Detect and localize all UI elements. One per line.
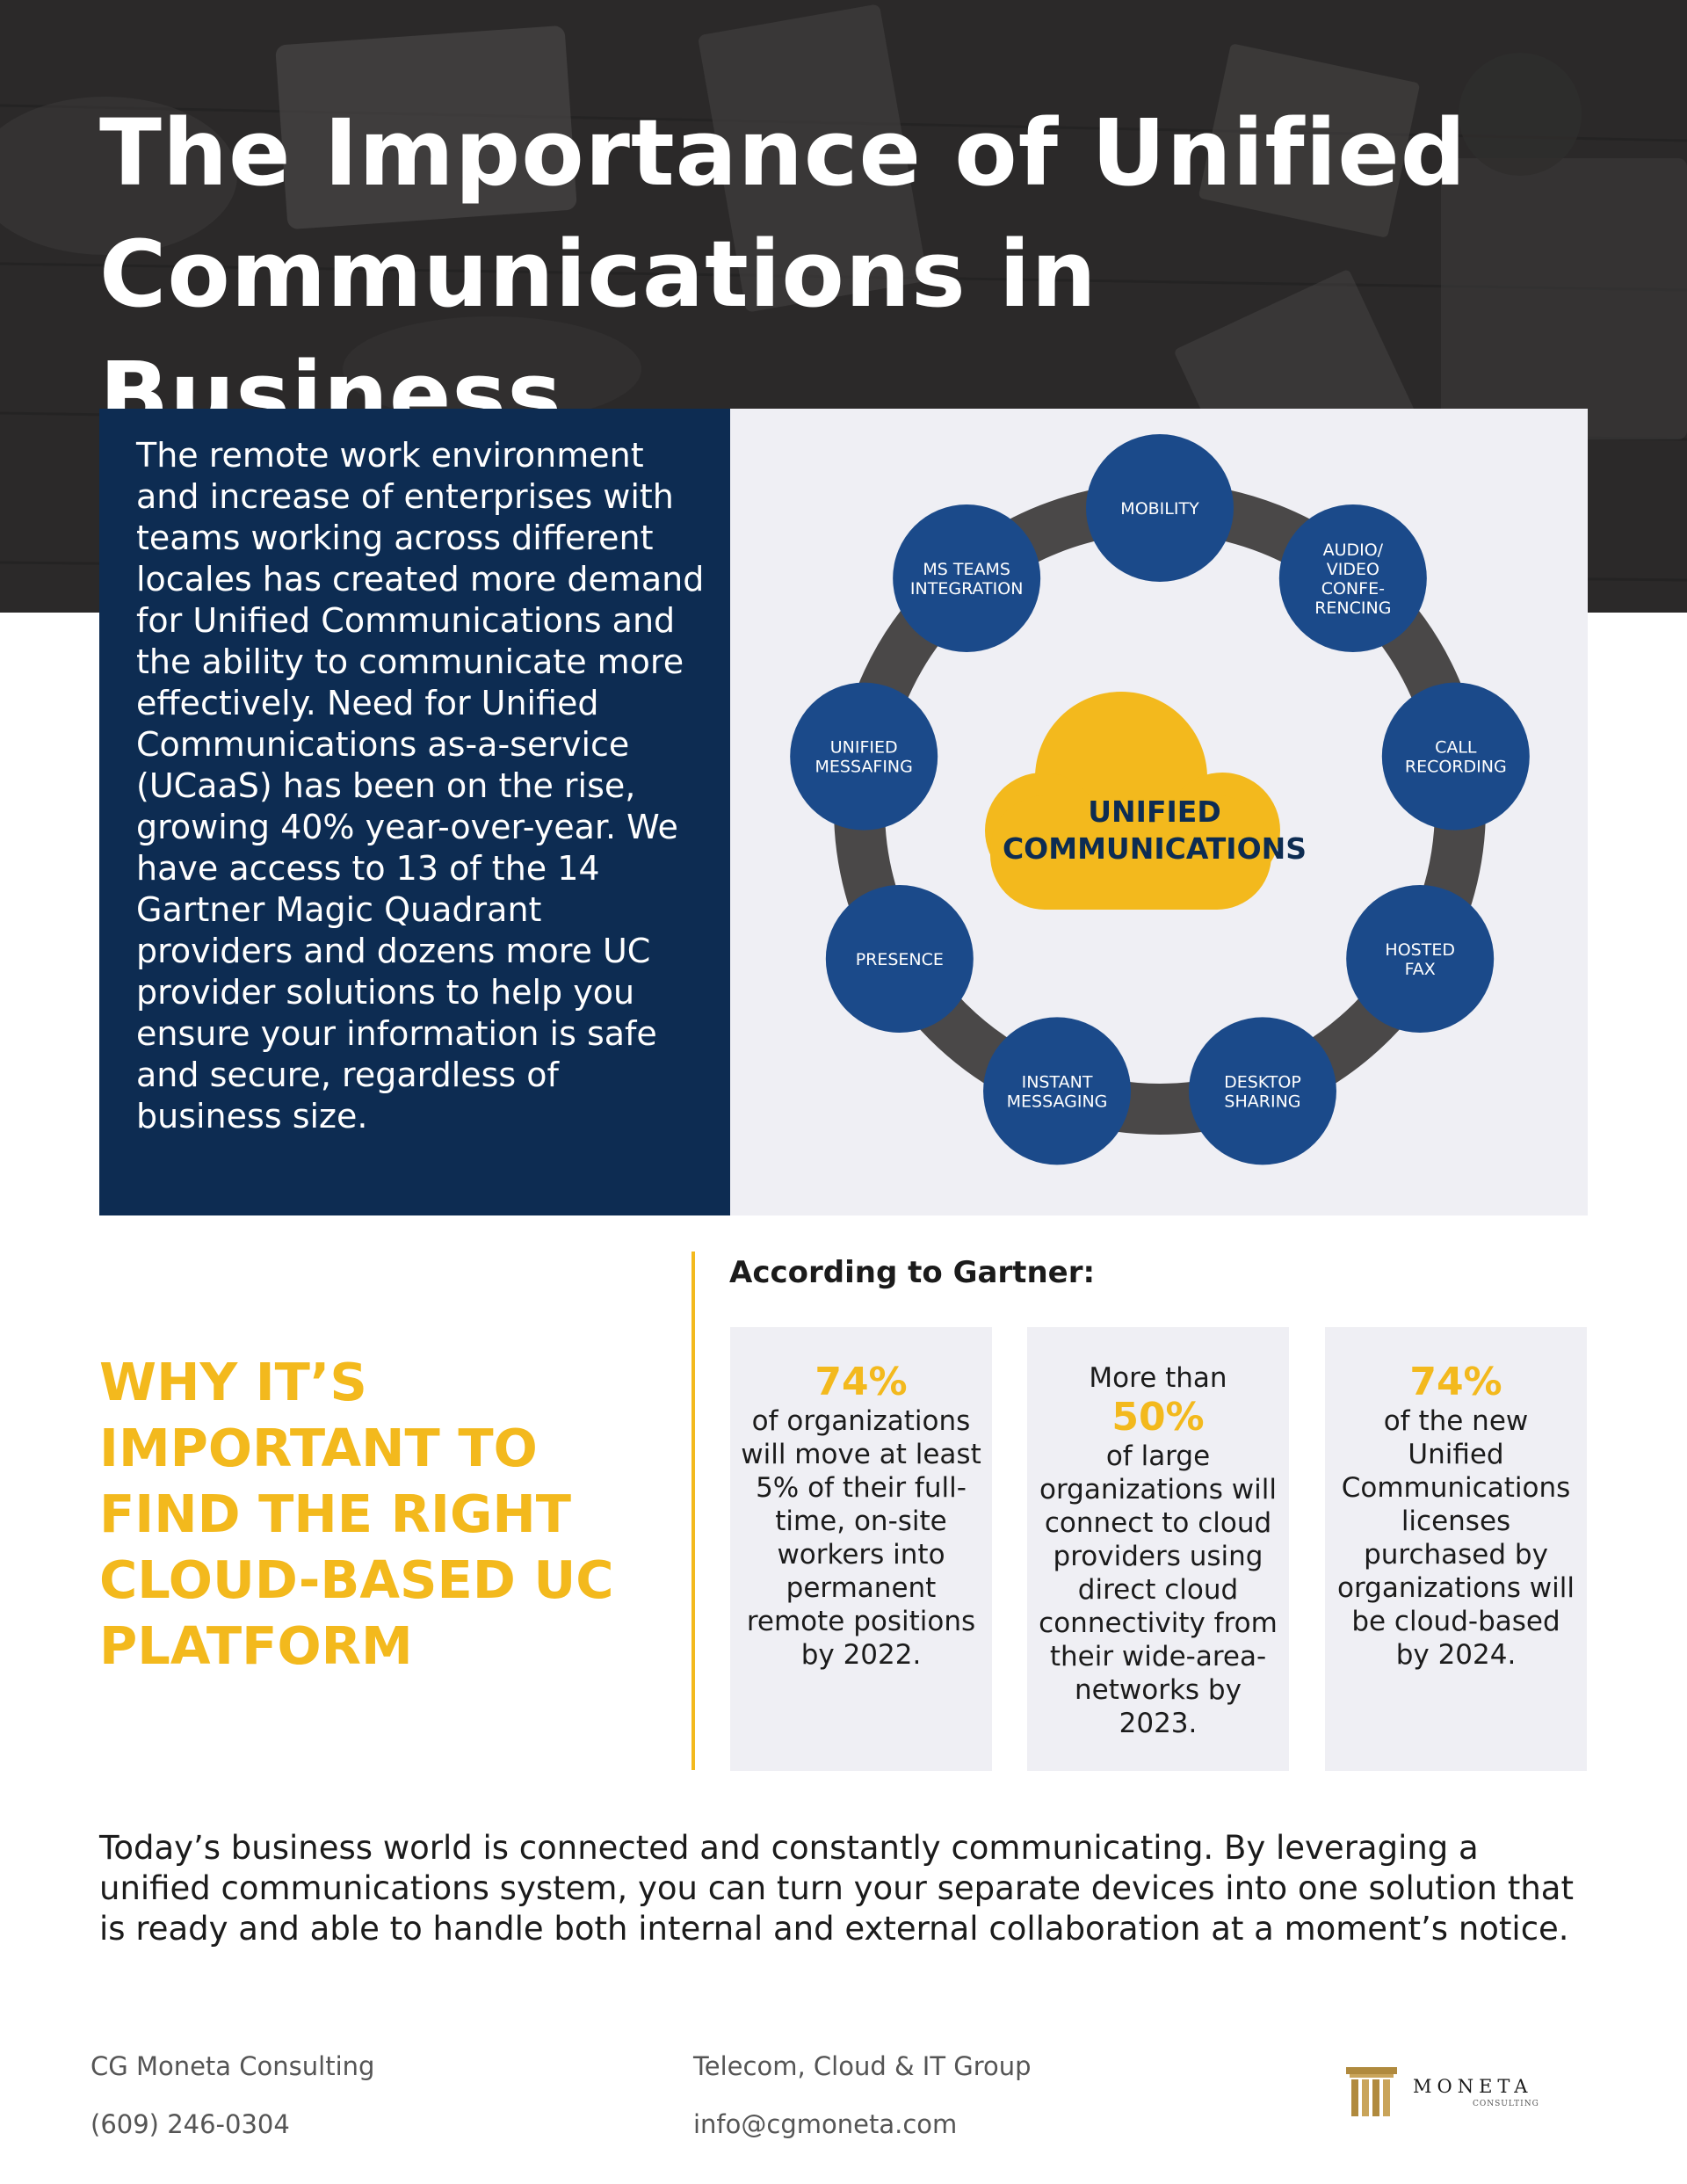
moneta-logo: MONETA CONSULTING bbox=[1343, 2060, 1545, 2123]
node-instant-messaging bbox=[983, 1017, 1132, 1165]
node-label: MESSAGING bbox=[1007, 1092, 1108, 1111]
stat-prefix: More than bbox=[1089, 1362, 1227, 1394]
center-label: UNIFIED bbox=[1088, 795, 1220, 829]
node-unified-messaging bbox=[790, 682, 938, 831]
moneta-logo-mark bbox=[1346, 2067, 1397, 2116]
node-label: MOBILITY bbox=[1120, 499, 1199, 519]
gartner-heading: According to Gartner: bbox=[729, 1255, 1096, 1290]
stat-value: 74% bbox=[1409, 1360, 1502, 1404]
node-label: INSTANT bbox=[1022, 1072, 1093, 1092]
node-hosted-fax bbox=[1346, 885, 1495, 1033]
stat-card: 74% of organizations will move at least … bbox=[730, 1327, 992, 1771]
stat-text: of large organizations will connect to c… bbox=[1039, 1440, 1278, 1739]
node-label: SHARING bbox=[1224, 1092, 1300, 1111]
node-label: RECORDING bbox=[1405, 758, 1507, 777]
node-desktop-sharing bbox=[1188, 1017, 1336, 1165]
node-presence bbox=[825, 885, 974, 1033]
node-label: MESSAFING bbox=[815, 758, 913, 777]
node-label: INTEGRATION bbox=[910, 579, 1023, 599]
node-label: MS TEAMS bbox=[923, 560, 1010, 579]
stat-card: More than 50% of large organizations wil… bbox=[1027, 1327, 1289, 1771]
node-label: DESKTOP bbox=[1224, 1072, 1301, 1092]
intro-text: The remote work environment and increase… bbox=[136, 436, 705, 1136]
node-label: AUDIO/ bbox=[1323, 541, 1384, 560]
node-ms-teams bbox=[893, 504, 1041, 653]
logo-subtitle: CONSULTING bbox=[1473, 2100, 1539, 2108]
stat-value: 50% bbox=[1111, 1395, 1205, 1440]
node-call-recording bbox=[1381, 682, 1530, 831]
node-label: RENCING bbox=[1314, 599, 1391, 618]
node-label: PRESENCE bbox=[856, 950, 944, 969]
footer-group: Telecom, Cloud & IT Group bbox=[693, 2051, 1032, 2081]
stat-card: 74% of the new Unified Communications li… bbox=[1325, 1327, 1587, 1771]
stat-value: 74% bbox=[815, 1360, 908, 1404]
node-audio-video bbox=[1278, 504, 1427, 653]
node-label: VIDEO bbox=[1327, 560, 1379, 579]
node-label: CONFE- bbox=[1321, 579, 1385, 599]
node-mobility bbox=[1086, 434, 1234, 582]
why-heading: WHY IT’S IMPORTANT TO FIND THE RIGHT CLO… bbox=[99, 1352, 614, 1676]
center-cloud bbox=[985, 692, 1280, 910]
intro-panel: The remote work environment and increase… bbox=[99, 409, 730, 1215]
logo-name: MONETA bbox=[1413, 2076, 1533, 2097]
uc-diagram: UNIFIEDCOMMUNICATIONSMOBILITYAUDIO/VIDEO… bbox=[790, 434, 1530, 1165]
footer-email[interactable]: info@cgmoneta.com bbox=[693, 2109, 958, 2139]
footer-company: CG Moneta Consulting bbox=[91, 2051, 375, 2081]
closing-paragraph: Today’s business world is connected and … bbox=[99, 1829, 1574, 1948]
page-title: The Importance of Unified Communications… bbox=[99, 99, 1467, 449]
node-label: CALL bbox=[1435, 738, 1477, 758]
node-label: HOSTED bbox=[1385, 940, 1455, 960]
center-label: COMMUNICATIONS bbox=[1003, 831, 1307, 866]
node-label: FAX bbox=[1405, 960, 1436, 979]
footer-phone: (609) 246-0304 bbox=[91, 2109, 290, 2139]
stat-text: of the new Unified Communications licens… bbox=[1337, 1405, 1575, 1671]
section-divider bbox=[691, 1252, 695, 1770]
stat-text: of organizations will move at least 5% o… bbox=[741, 1405, 981, 1671]
node-label: UNIFIED bbox=[830, 738, 898, 758]
